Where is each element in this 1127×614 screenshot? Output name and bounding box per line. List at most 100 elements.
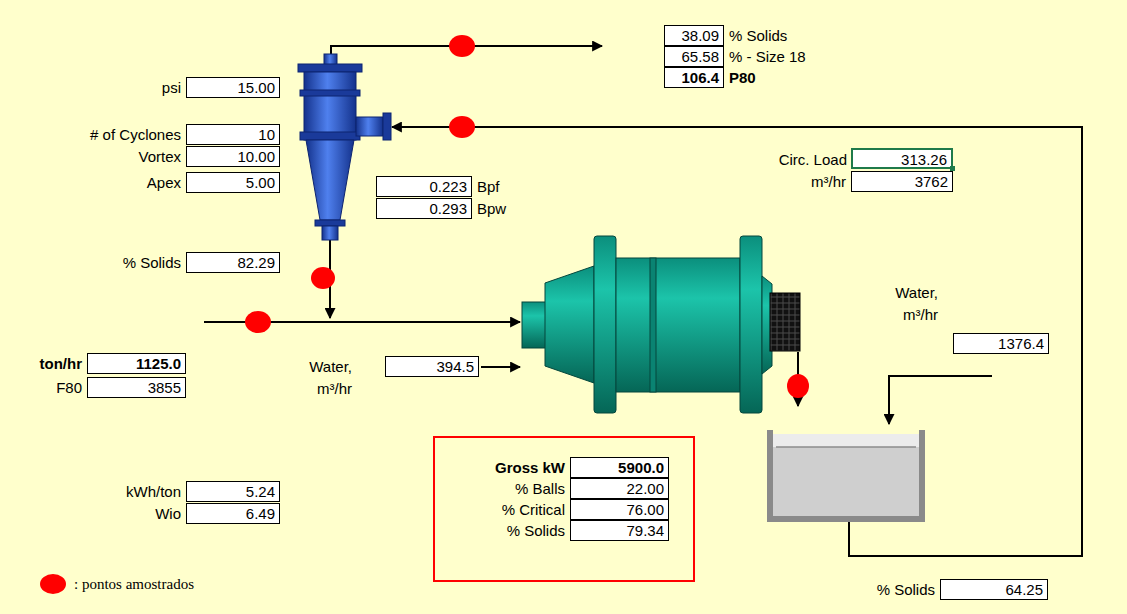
value-box: 106.4P80: [664, 67, 724, 88]
parameter-label: % Balls: [515, 478, 565, 499]
parameter-label: Gross kW: [495, 457, 565, 478]
value-text: 3855: [144, 378, 185, 397]
hydrocyclone-part: [315, 220, 345, 226]
sump-water-line: [889, 376, 992, 424]
value-box: 0.293Bpw: [376, 198, 472, 219]
parameter-label: % Solids: [729, 25, 787, 46]
value-text: 22.00: [622, 479, 668, 498]
value-text: 3762: [911, 172, 952, 191]
value-text: 79.34: [622, 521, 668, 540]
value-box: # of Cyclones10: [186, 124, 280, 145]
value-box: 0.223Bpf: [376, 176, 472, 197]
parameter-label: % Solids: [877, 579, 935, 600]
parameter-label: kWh/ton: [126, 481, 181, 502]
sample-point-part: [787, 374, 809, 398]
parameter-label: % - Size 18: [729, 46, 806, 67]
parameter-label: F80: [56, 377, 82, 398]
sample-point-part: [449, 116, 475, 138]
value-box: % Critical76.00: [570, 499, 669, 520]
sump-tank-part: [773, 447, 919, 516]
value-text: 65.58: [677, 47, 723, 66]
parameter-label: Bpf: [477, 176, 500, 197]
parameter-label: Water, m³/hr: [296, 356, 352, 400]
hydrocyclone-part: [300, 90, 360, 96]
sample-point-part: [449, 35, 475, 57]
value-box: ton/hr1125.0: [87, 353, 186, 374]
ball-mill-part: [545, 266, 594, 383]
parameter-label: P80: [729, 67, 756, 88]
sump-tank-part: [773, 434, 919, 516]
parameter-label: % Solids: [123, 252, 181, 273]
hydrocyclone-part: [298, 64, 362, 72]
parameter-label: % Solids: [507, 520, 565, 541]
value-box: Water, m³/hr1376.4: [953, 333, 1049, 354]
value-text: 5.00: [242, 173, 279, 192]
value-box: kWh/ton5.24: [186, 481, 280, 502]
value-text: 76.00: [622, 500, 668, 519]
hydrocyclone-part: [300, 132, 360, 140]
value-text: 5.24: [242, 482, 279, 501]
value-box: 38.09% Solids: [664, 25, 724, 46]
ball-mill-part: [770, 293, 800, 351]
value-text: 10: [254, 125, 279, 144]
legend-entry: : pontos amostrados: [40, 574, 194, 594]
value-text: 82.29: [233, 253, 279, 272]
sump-tank-part: [776, 446, 916, 448]
value-box: m³/hr3762: [851, 171, 953, 192]
parameter-label: Water, m³/hr: [882, 282, 938, 326]
parameter-label: ton/hr: [40, 353, 83, 374]
parameter-label: # of Cyclones: [90, 124, 181, 145]
sample-point-part: [245, 311, 271, 333]
value-box: 65.58% - Size 18: [664, 46, 724, 67]
value-box: % Solids79.34: [570, 520, 669, 541]
value-box: Vortex10.00: [186, 146, 280, 167]
value-text: 10.00: [233, 147, 279, 166]
parameter-label: Bpw: [477, 198, 506, 219]
value-text: 15.00: [233, 78, 279, 97]
hydrocyclone-part: [356, 117, 383, 136]
value-box: psi15.00: [186, 77, 280, 98]
parameter-label: % Critical: [502, 499, 565, 520]
parameter-label: m³/hr: [811, 171, 846, 192]
legend-text: : pontos amostrados: [74, 576, 194, 592]
sample-point: [245, 35, 809, 398]
value-box: % Solids82.29: [186, 252, 280, 273]
sump-tank-part: [770, 430, 922, 519]
cyclone-feed-line: [392, 127, 1082, 556]
value-box: % Balls22.00: [570, 478, 669, 499]
value-box: Water, m³/hr394.5: [385, 356, 479, 377]
ball-mill-part: [522, 302, 546, 348]
value-text: 0.223: [425, 177, 471, 196]
value-box: Wio6.49: [186, 503, 280, 524]
value-text: 1125.0: [132, 354, 185, 373]
value-box: Gross kW5900.0: [570, 457, 669, 478]
value-text: 1376.4: [994, 334, 1048, 353]
hydrocyclone-part: [383, 113, 391, 140]
value-text: 106.4: [677, 68, 723, 87]
value-text: 394.5: [432, 357, 478, 376]
parameter-label: Circ. Load: [779, 149, 847, 170]
legend: : pontos amostrados: [40, 574, 194, 594]
sump-tank: [770, 430, 922, 519]
ball-mill-part: [740, 236, 762, 413]
ball-mill-part: [594, 236, 616, 413]
value-box: Apex5.00: [186, 172, 280, 193]
ball-mill-part: [616, 258, 740, 392]
value-box: F803855: [87, 377, 186, 398]
hydrocyclone-part: [304, 72, 356, 140]
mill-water-line: [481, 366, 520, 368]
flow-lines: [204, 46, 1082, 556]
ball-mill: [522, 236, 800, 413]
value-text: 5900.0: [614, 458, 668, 477]
legend-swatch: [40, 574, 66, 594]
parameter-label: psi: [162, 77, 181, 98]
value-text: 0.293: [425, 199, 471, 218]
ball-mill-part: [650, 258, 656, 392]
value-box: Circ. Load313.26: [851, 148, 953, 169]
hydrocyclone-part: [322, 226, 338, 240]
parameter-label: Vortex: [138, 146, 181, 167]
hydrocyclone-part: [306, 140, 354, 220]
value-text: 313.26: [897, 150, 951, 169]
value-text: 6.49: [242, 504, 279, 523]
